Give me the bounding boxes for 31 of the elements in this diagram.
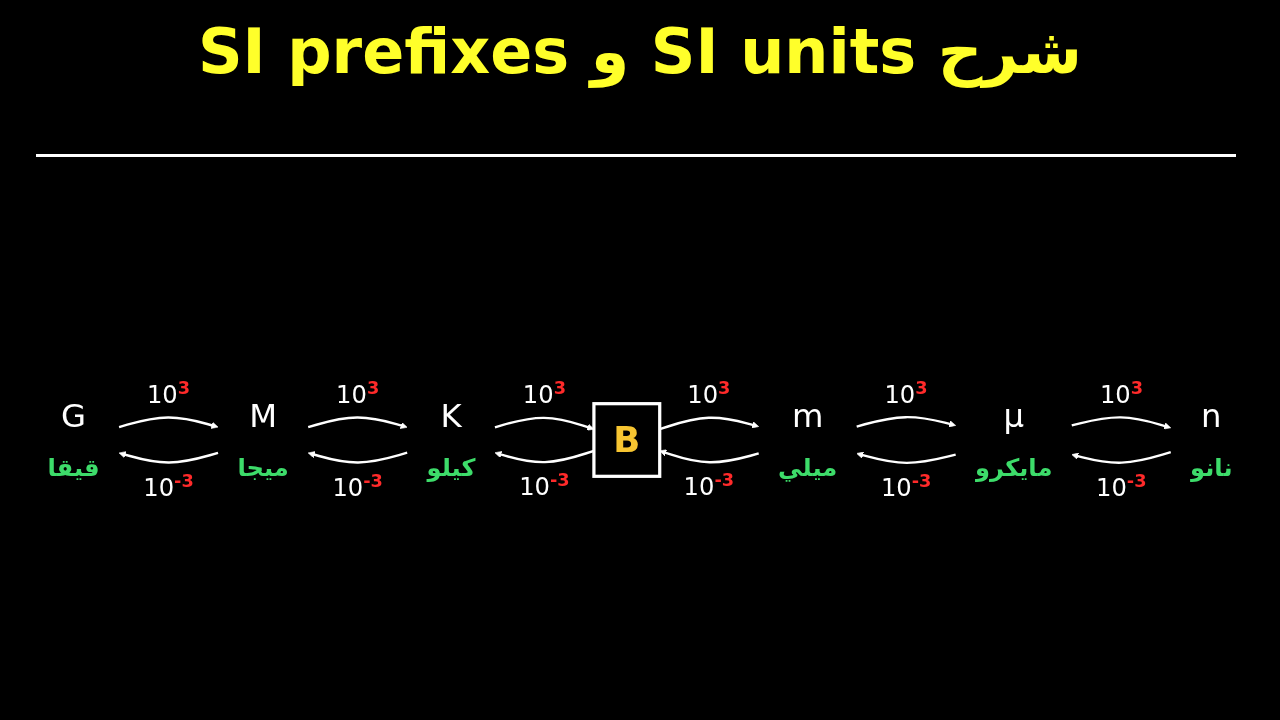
arrow [1071, 451, 1172, 464]
node-box: B [592, 402, 662, 478]
node-text: M [249, 397, 278, 435]
arrow [118, 451, 219, 464]
node-text: μ [1003, 397, 1024, 435]
edge-label: 10$^{-3}$ [332, 470, 383, 502]
node-text: m [791, 397, 824, 435]
edge-label: 10$^{-3}$ [519, 470, 570, 501]
node-label: ميلي [778, 452, 838, 482]
arrow [118, 416, 219, 429]
arrow [307, 451, 408, 464]
edge-label: 10$^{3}$ [336, 378, 380, 409]
node-text: n [1201, 397, 1222, 435]
edge-label: 10$^{3}$ [687, 378, 731, 409]
edge-label: 10$^{3}$ [1099, 377, 1144, 409]
edge-label: 10$^{3}$ [146, 377, 191, 409]
arrow [1071, 416, 1172, 430]
edge-label: 10$^{-3}$ [683, 470, 735, 501]
node-text: G [61, 397, 87, 435]
title: شرح SI units و SI prefixes [196, 14, 1084, 90]
arrow [856, 415, 956, 428]
arrow [307, 416, 408, 429]
arrow [856, 451, 956, 465]
node-label: قيقا [47, 452, 100, 482]
edge-label: 10$^{-3}$ [1095, 470, 1147, 502]
node-text: K [440, 397, 462, 435]
edge-label: 10$^{-3}$ [880, 470, 932, 502]
edge-label: 10$^{3}$ [884, 377, 928, 409]
node-label: ميجا [237, 452, 289, 482]
edge-label: 10$^{-3}$ [143, 470, 194, 502]
edge-label: 10$^{3}$ [522, 378, 567, 410]
